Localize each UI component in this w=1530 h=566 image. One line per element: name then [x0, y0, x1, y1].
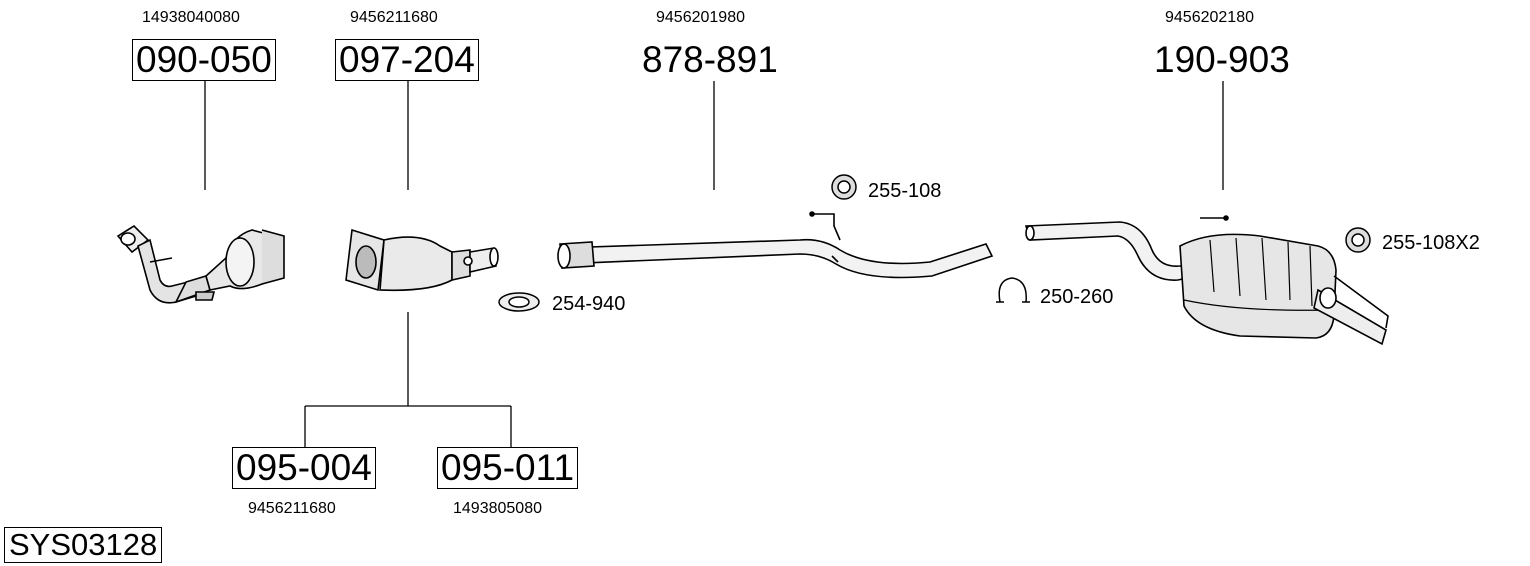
- downpipe-catalyst-part[interactable]: [116, 224, 285, 304]
- middle-pipe-part[interactable]: [557, 211, 994, 279]
- leader-tree-lower: [304, 312, 512, 447]
- part-code-190-903[interactable]: 190-903: [1154, 39, 1290, 80]
- catalyst-part[interactable]: [345, 228, 499, 292]
- part-code-090-050[interactable]: 090-050: [132, 39, 276, 81]
- accessory-code-254-940[interactable]: 254-940: [552, 293, 626, 315]
- oe-number-190-903: 9456202180: [1165, 9, 1254, 26]
- rear-silencer-part[interactable]: [1024, 215, 1389, 346]
- clamp-icon-250-260[interactable]: [996, 277, 1030, 303]
- part-code-097-204[interactable]: 097-204: [335, 39, 479, 81]
- clamp-icon-254-940[interactable]: [498, 292, 540, 312]
- part-code-095-011[interactable]: 095-011: [437, 447, 579, 489]
- rubber-hanger-icon-255-108X2[interactable]: [1345, 227, 1371, 253]
- part-code-095-004[interactable]: 095-004: [232, 447, 376, 489]
- rubber-hanger-icon-255-108[interactable]: [831, 174, 857, 200]
- oe-number-095-004: 9456211680: [248, 500, 336, 517]
- part-code-878-891[interactable]: 878-891: [642, 39, 778, 80]
- accessory-code-255-108X2[interactable]: 255-108X2: [1382, 232, 1480, 254]
- oe-number-090-050: 14938040080: [142, 9, 240, 26]
- system-code-label: SYS03128: [4, 527, 163, 563]
- oe-number-095-011: 1493805080: [453, 500, 542, 517]
- oe-number-097-204: 9456211680: [350, 9, 438, 26]
- accessory-code-250-260[interactable]: 250-260: [1040, 286, 1114, 308]
- accessory-code-255-108[interactable]: 255-108: [868, 180, 942, 202]
- oe-number-878-891: 9456201980: [656, 9, 745, 26]
